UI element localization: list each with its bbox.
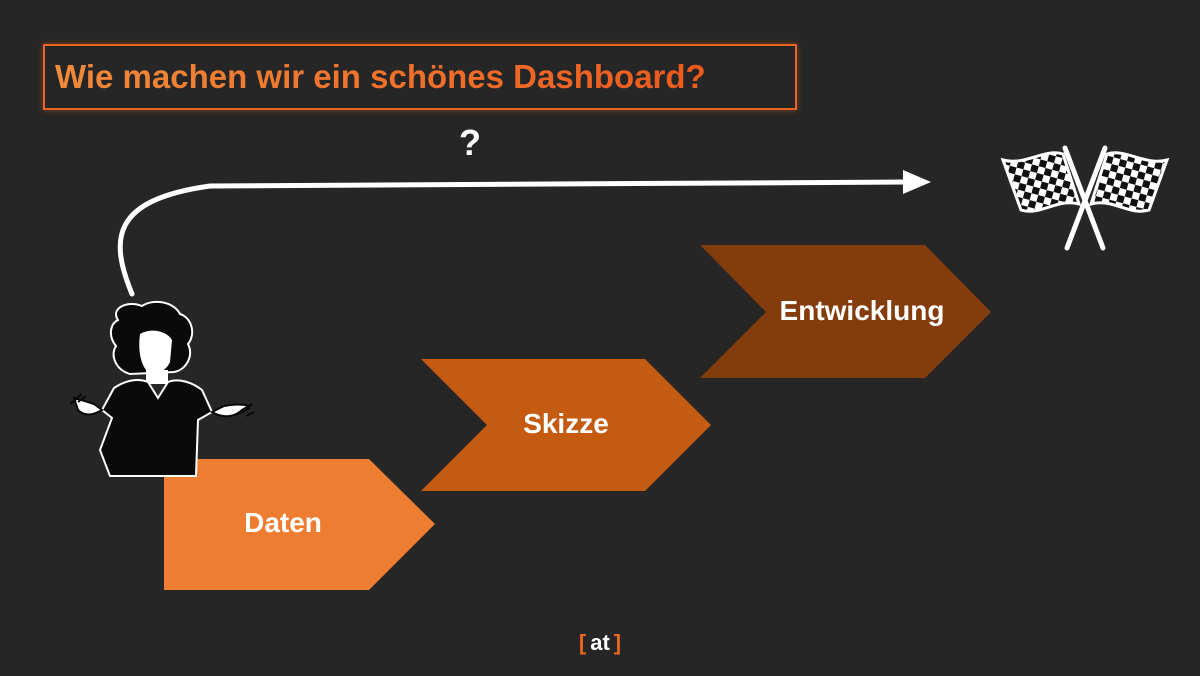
logo-bracket-close: ] bbox=[613, 630, 622, 655]
logo: [at] bbox=[560, 630, 640, 656]
step-label-skizze: Skizze bbox=[523, 408, 609, 439]
logo-bracket-open: [ bbox=[578, 630, 587, 655]
step-shape-entwicklung bbox=[700, 245, 991, 378]
step-shape-skizze bbox=[421, 359, 711, 491]
page-title: Wie machen wir ein schönes Dashboard? bbox=[55, 58, 706, 95]
step-label-daten: Daten bbox=[244, 507, 322, 538]
checkered-flags-icon bbox=[1000, 145, 1170, 251]
logo-text: at bbox=[590, 630, 610, 655]
question-mark: ? bbox=[459, 122, 481, 163]
shrugging-person-icon bbox=[70, 300, 255, 477]
step-shape-daten bbox=[164, 459, 435, 590]
step-label-entwicklung: Entwicklung bbox=[779, 295, 945, 326]
title-box: Wie machen wir ein schönes Dashboard? bbox=[43, 44, 797, 110]
